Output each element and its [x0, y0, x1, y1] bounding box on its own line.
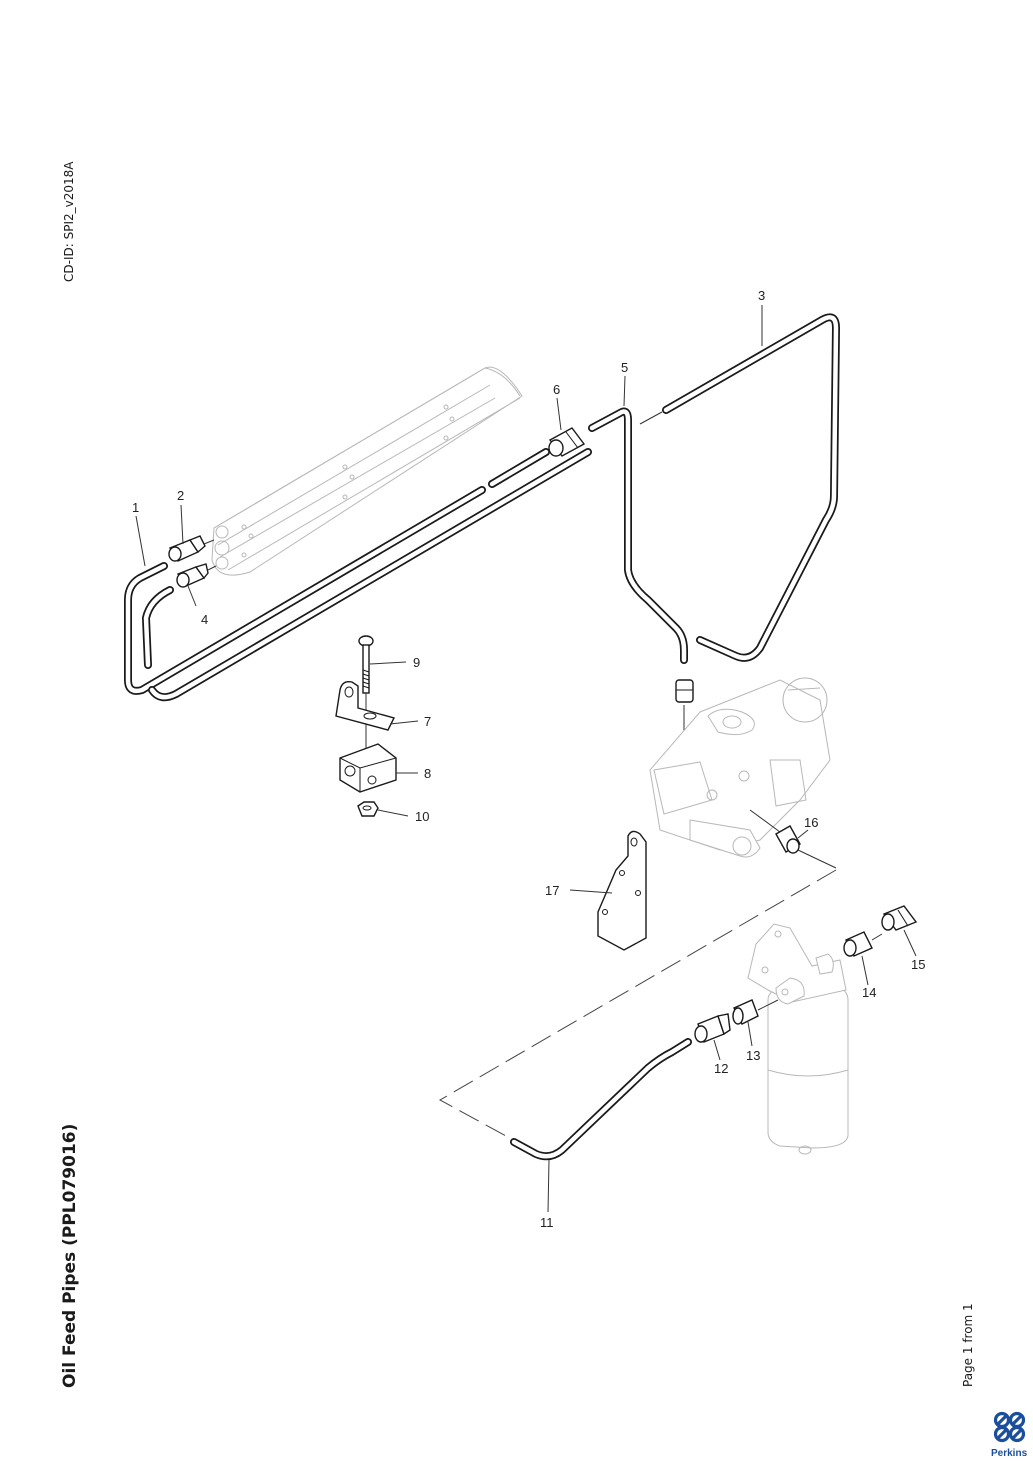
callout-7: 7 — [424, 714, 431, 729]
perkins-emblem-icon — [993, 1411, 1026, 1443]
fitting-13 — [732, 999, 759, 1025]
bracket-17 — [597, 830, 647, 951]
fitting-15 — [881, 905, 918, 931]
callout-17: 17 — [545, 883, 559, 898]
callout-leaders — [135, 305, 917, 1213]
callout-1: 1 — [132, 500, 139, 515]
pipe-5 — [588, 407, 688, 664]
callout-8: 8 — [424, 766, 431, 781]
callout-9: 9 — [413, 655, 420, 670]
callout-6: 6 — [553, 382, 560, 397]
callout-2: 2 — [177, 488, 184, 503]
callout-5: 5 — [621, 360, 628, 375]
filter-assembly — [747, 923, 849, 1155]
pipe-1 — [124, 448, 550, 695]
pump-assembly — [649, 677, 831, 858]
clip-block-8 — [339, 743, 397, 793]
callout-12: 12 — [714, 1061, 728, 1076]
callout-11: 11 — [540, 1215, 554, 1230]
fitting-16 — [775, 825, 837, 869]
fitting-2 — [168, 535, 206, 562]
fitting-6 — [548, 427, 586, 457]
callout-10: 10 — [415, 809, 429, 824]
perkins-logo: Perkins — [991, 1411, 1028, 1459]
flow-path-dashed — [438, 869, 837, 1137]
perkins-wordmark: Perkins — [991, 1448, 1028, 1459]
callout-15: 15 — [911, 957, 925, 972]
callout-13: 13 — [746, 1048, 760, 1063]
pipe-4-branch — [142, 448, 592, 702]
nut-10 — [357, 801, 379, 817]
callout-4: 4 — [201, 612, 208, 627]
callout-14: 14 — [862, 985, 876, 1000]
fitting-12 — [694, 1013, 731, 1043]
oil-cooler-ghost — [211, 366, 523, 576]
pipe-11 — [510, 1038, 692, 1161]
callout-3: 3 — [758, 288, 765, 303]
bracket-7 — [335, 680, 396, 731]
callout-16: 16 — [804, 815, 818, 830]
pipe-3 — [662, 313, 840, 662]
fitting-14 — [843, 931, 873, 957]
fitting-4 — [176, 563, 209, 588]
